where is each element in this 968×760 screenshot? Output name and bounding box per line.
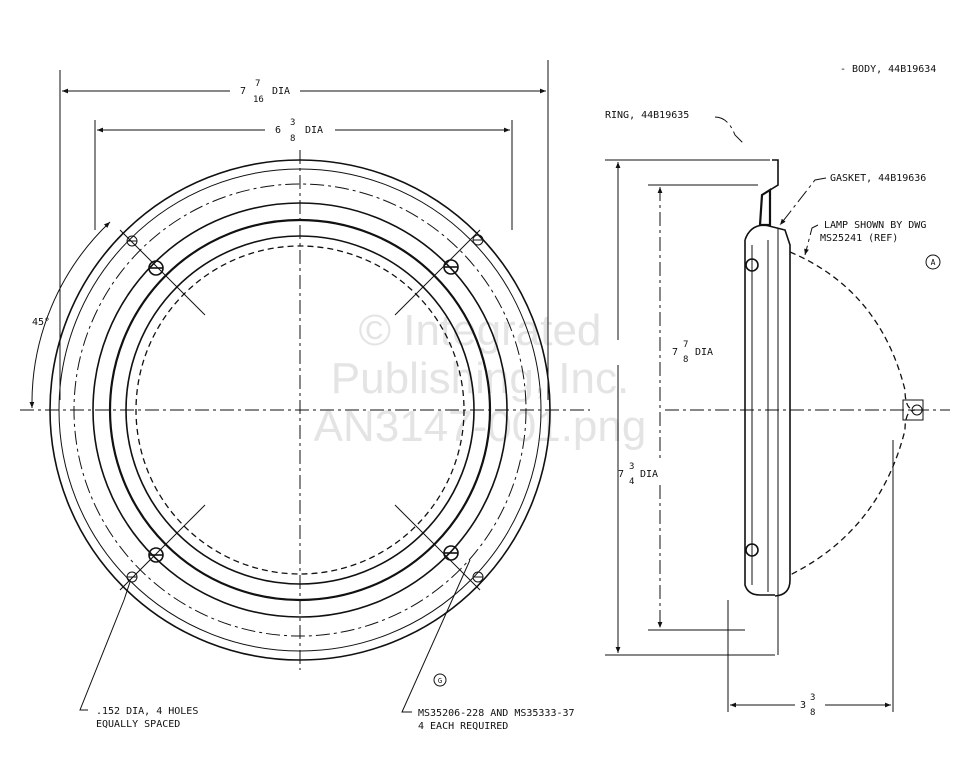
holes-callout: .152 DIA, 4 HOLES	[96, 706, 198, 717]
lamp-leader	[804, 224, 819, 256]
side-view: 7 7 8 DIA 7 3 4 DIA 3 3 8 - BODY, 44B196…	[605, 64, 950, 718]
mounting-hole	[472, 234, 484, 246]
holes-leader	[79, 581, 131, 711]
angle-arc	[29, 221, 111, 409]
svg-text:8: 8	[683, 355, 688, 365]
side-inner-diameter-dimension: 7 3 4 DIA	[618, 184, 758, 631]
svg-text:4: 4	[629, 477, 634, 487]
svg-text:3: 3	[629, 462, 634, 472]
svg-text:7: 7	[255, 79, 260, 89]
gasket	[758, 188, 772, 227]
watermark: © Integrated Publishing, Inc. AN3147-001…	[314, 306, 647, 451]
screws-callout-2: 4 EACH REQUIRED	[418, 721, 508, 732]
bolt-circle-dimension: 6 3 8 DIA	[94, 118, 513, 230]
gasket-leader	[779, 177, 827, 226]
rim-inner-edge	[58, 168, 542, 652]
mounting-hole	[126, 571, 138, 583]
svg-text:3: 3	[800, 700, 806, 711]
ring-outer	[92, 202, 508, 618]
svg-text:7: 7	[618, 469, 624, 480]
svg-text:16: 16	[253, 95, 264, 105]
ring-inner	[125, 235, 475, 585]
lamp-dome-dashed	[789, 251, 916, 576]
depth-dimension: 3 3 8	[727, 440, 894, 718]
screw-icon	[148, 547, 164, 563]
lamp-callout: LAMP SHOWN BY DWG	[824, 220, 926, 231]
screw-icon	[745, 543, 759, 557]
screw-icon	[148, 260, 164, 276]
svg-text:7: 7	[240, 86, 246, 97]
side-outer-diameter-dimension: 7 7 8 DIA	[605, 159, 775, 656]
svg-text:8: 8	[810, 708, 815, 718]
ring-leader	[714, 116, 746, 146]
lamp-terminal	[902, 399, 924, 421]
holes-callout-2: EQUALLY SPACED	[96, 719, 180, 730]
svg-text:AN3147-001.png: AN3147-001.png	[314, 402, 647, 451]
svg-text:DIA: DIA	[305, 125, 323, 136]
hole-circle	[73, 183, 527, 637]
radial-line	[394, 229, 481, 316]
svg-text:7: 7	[672, 347, 678, 358]
svg-text:7: 7	[683, 340, 688, 350]
lamp-callout-2: MS25241 (REF)	[820, 233, 898, 244]
svg-text:G: G	[438, 677, 442, 685]
radial-line	[394, 504, 481, 591]
svg-text:3: 3	[290, 118, 295, 128]
screws-callout: MS35206-228 AND MS35333-37	[418, 708, 575, 719]
mounting-hole	[126, 235, 138, 247]
svg-text:3: 3	[810, 693, 815, 703]
ring	[769, 159, 779, 191]
mounting-hole	[472, 571, 484, 583]
angle-label: 45°	[32, 317, 50, 328]
lamp-outline-dashed	[135, 245, 465, 575]
body-callout: - BODY, 44B19634	[840, 64, 936, 75]
svg-text:A: A	[931, 258, 936, 267]
svg-text:Publishing, Inc.: Publishing, Inc.	[331, 354, 629, 403]
ring-middle	[108, 218, 492, 602]
svg-text:8: 8	[290, 134, 295, 144]
marker-a: A	[925, 254, 941, 270]
screw-icon	[443, 259, 459, 275]
screws-leader	[401, 559, 471, 713]
ring-callout: RING, 44B19635	[605, 110, 689, 121]
body-outline	[744, 240, 775, 596]
radial-line	[119, 229, 206, 316]
outer-rim	[49, 159, 551, 661]
svg-text:DIA: DIA	[272, 86, 290, 97]
svg-text:DIA: DIA	[695, 347, 713, 358]
screw-icon	[443, 545, 459, 561]
screw-icon	[745, 258, 759, 272]
svg-text:DIA: DIA	[640, 469, 658, 480]
front-view: 7 7 16 DIA 6 3 8 DIA 45° .152 DIA, 4 HOL…	[20, 60, 590, 732]
body-front-edge	[744, 224, 791, 597]
svg-text:6: 6	[275, 125, 281, 136]
gasket-callout: GASKET, 44B19636	[830, 173, 926, 184]
body-inner-lines	[751, 228, 779, 655]
radial-line	[119, 504, 206, 591]
marker-g: G	[433, 673, 447, 687]
